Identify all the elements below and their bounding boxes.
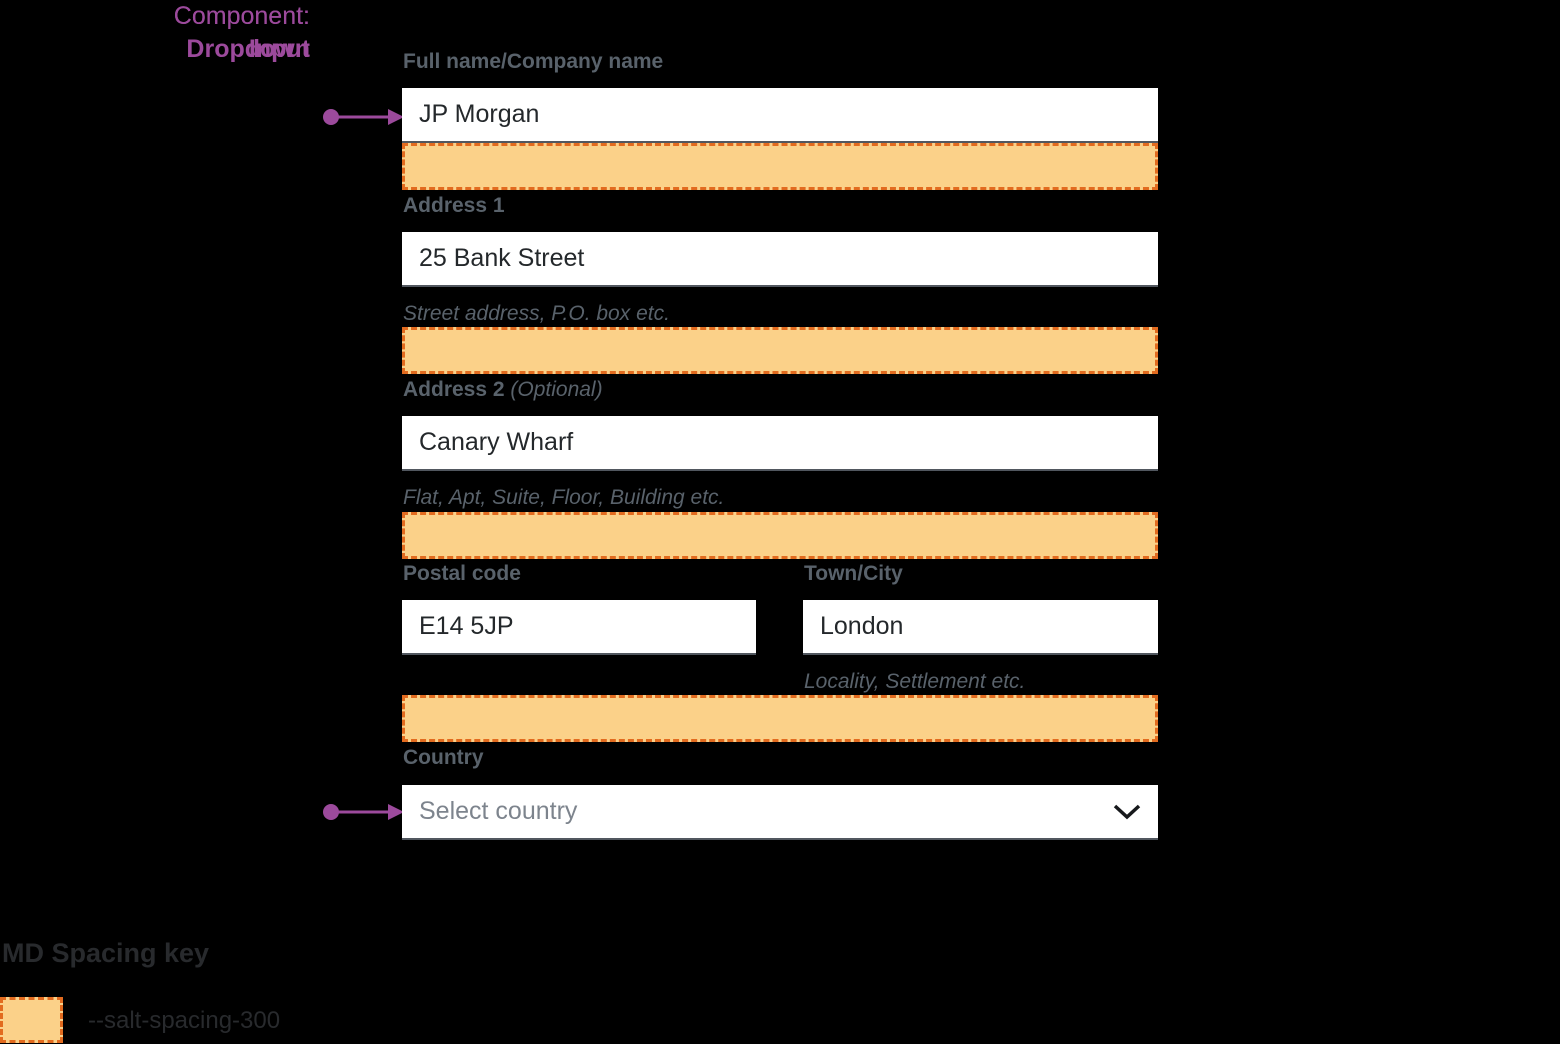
spacing-block-300 [402,143,1158,190]
spacing-block-300 [402,327,1158,374]
address2-label-text: Address 2 [403,378,505,401]
country-dropdown-placeholder: Select country [419,797,578,825]
chevron-down-icon [1113,804,1141,819]
address1-label: Address 1 [403,194,505,217]
annotation-prefix: Component: [173,2,310,30]
address2-label: Address 2 (Optional) [403,378,603,402]
country-label: Country [403,746,484,769]
spacing-key-swatch [0,997,63,1043]
postal-code-label: Postal code [403,562,521,585]
spacing-token-label: --salt-spacing-300 [88,1007,281,1034]
spacing-block-300 [402,512,1158,559]
address1-helper-text: Street address, P.O. box etc. [403,302,670,325]
full-name-label: Full name/Company name [403,50,664,73]
country-dropdown[interactable]: Select country [402,785,1158,840]
town-city-label: Town/City [804,562,903,585]
annotation-input: Component: Input [0,0,310,66]
address1-input[interactable] [402,232,1158,287]
arrow-right-icon [323,804,404,820]
address2-optional-text: (Optional) [510,378,603,401]
annotation-prefix: Component: [173,2,310,30]
annotation-component-name: Dropdown [186,35,310,63]
postal-code-input[interactable] [402,600,756,655]
full-name-input[interactable] [402,88,1158,143]
annotation-component-name: Input [248,35,310,63]
town-city-input[interactable] [803,600,1158,655]
spacing-block-300 [402,695,1158,742]
annotation-dropdown: Component: Dropdown [0,0,310,66]
spacing-key-title: MD Spacing key [2,938,210,968]
address2-helper-text: Flat, Apt, Suite, Floor, Building etc. [403,486,725,509]
arrow-right-icon [323,109,404,125]
address2-input[interactable] [402,416,1158,471]
town-city-helper-text: Locality, Settlement etc. [804,670,1026,693]
